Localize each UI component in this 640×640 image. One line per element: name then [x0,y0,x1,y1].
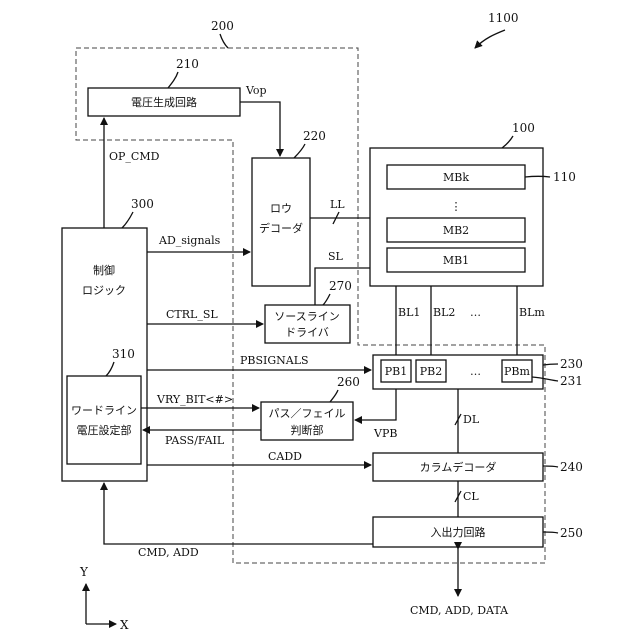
figure-ref: 1100 [488,11,519,25]
bitline-2-label: BL2 [433,306,455,319]
voltage-generator-label: 電圧生成回路 [131,95,197,109]
pass-fail-label: PASS/FAIL [165,434,225,447]
voltage-generator-ref: 210 [176,57,199,71]
memory-array-inner-leader [525,176,550,177]
memory-block-mb1-label: MB1 [443,254,469,267]
vpb-label: VPB [373,427,397,440]
row-decoder-leader [294,144,305,158]
page-buffer-dots: … [470,365,481,378]
wordline-voltage-setter-ref: 310 [112,347,135,361]
memory-array-ref: 100 [512,121,535,135]
vry-bit-label: VRY_BIT<#> [156,393,233,406]
pass-fail-checker-ref: 260 [337,375,360,389]
memory-array-leader [502,136,513,148]
cmd-add-label: CMD, ADD [138,546,199,559]
vpb-line [355,389,396,420]
wordline-voltage-setter-label-1: ワードライン [71,404,137,417]
bitline-1-label: BL1 [398,306,420,319]
row-decoder-ref: 220 [303,129,326,143]
pass-fail-checker-leader [330,390,338,402]
vop-line [240,102,280,156]
page-buffer-pb2-label: PB2 [420,365,442,378]
wordline-voltage-setter-block [67,376,141,464]
ad-signals-label: AD_signals [158,234,221,247]
region-200-ref: 200 [211,19,234,33]
x-axis-label: X [120,618,129,632]
cadd-label: CADD [268,450,302,463]
control-logic-ref: 300 [131,197,154,211]
bitline-dots: … [470,306,481,319]
bitline-m-label: BLm [519,306,545,319]
memory-block-mb2-label: MB2 [443,224,469,237]
pass-fail-checker-label-1: パス／フェイル [269,407,346,420]
page-buffer-group-ref: 230 [560,357,583,371]
column-decoder-leader [543,466,558,467]
control-logic-leader [122,212,133,228]
cmd-add-line [104,483,373,544]
memory-block-dots: ⋮ [451,200,462,213]
region-200-leader [220,34,228,48]
cl-label: CL [463,490,479,503]
ctrl-sl-label: CTRL_SL [166,308,218,321]
page-buffer-ref: 231 [560,374,583,388]
pbsignals-label: PBSIGNALS [240,354,309,367]
source-line-driver-leader [323,294,330,305]
io-circuit-ref: 250 [560,526,583,540]
pass-fail-checker-label-2: 判断部 [291,423,324,437]
memory-array-inner-ref: 110 [553,170,576,184]
control-logic-label-2: ロジック [82,284,126,297]
control-logic-label-1: 制御 [93,263,115,277]
page-buffer-group-leader [543,364,558,365]
source-line-driver-ref: 270 [329,279,352,293]
ll-label: LL [330,198,345,211]
dl-label: DL [463,413,480,426]
external-io-label: CMD, ADD, DATA [410,604,509,617]
page-buffer-pb1-label: PB1 [385,365,407,378]
row-decoder-label-1: ロウ [270,202,292,215]
io-circuit-label: 入出力回路 [431,525,486,539]
row-decoder-label-2: デコーダ [259,221,303,235]
figure-ref-arrow [475,30,505,48]
wordline-voltage-setter-label-2: 電圧設定部 [77,423,132,437]
page-buffer-pbm-label: PBm [504,365,530,378]
source-line-driver-label-2: ドライバ [285,326,329,339]
source-line-driver-label-1: ソースライン [274,310,339,323]
column-decoder-ref: 240 [560,460,583,474]
op-cmd-label: OP_CMD [109,150,160,163]
memory-block-mbk-label: MBk [443,171,469,184]
voltage-generator-leader [168,72,178,88]
y-axis-label: Y [79,565,89,579]
sl-label: SL [328,250,344,263]
column-decoder-label: カラムデコーダ [420,460,497,474]
vop-label: Vop [245,84,267,97]
